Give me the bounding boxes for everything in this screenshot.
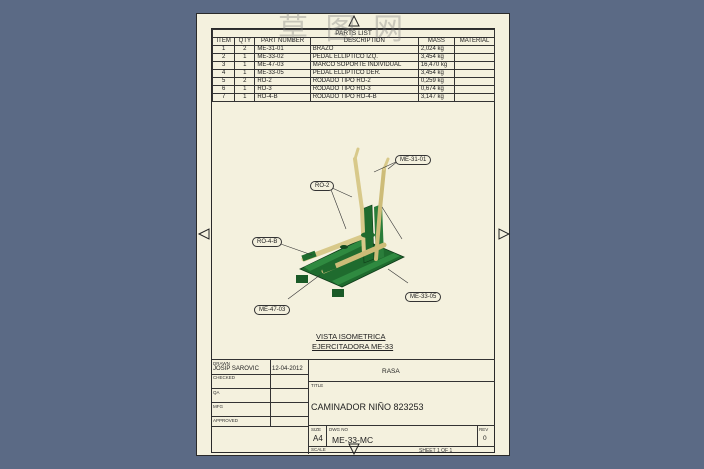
company-name: RASA [382,368,400,375]
view-title-line2: EJERCITADORA ME-33 [312,342,394,351]
cell-mass: 3,147 kg [417,93,456,102]
qa-label: QA [213,390,220,395]
pedal-right [321,262,337,274]
rev-value: 0 [483,435,487,442]
drawn-by: JOSIP SAROVIC [213,366,259,372]
checked-label: CHECKED [213,375,236,380]
approved-label: APPROVED [213,418,239,423]
divider [309,446,495,447]
handle-left [353,147,360,161]
leader-ro2c [381,206,403,240]
leader-ro2b [329,186,347,230]
approval-column: DRAWN JOSIP SAROVIC 12-04-2012 CHECKED Q… [212,360,309,454]
wheel-small [340,245,348,249]
callout-ro-2: RO-2 [310,181,335,191]
callout-me-33-05: ME-33-05 [405,292,442,302]
leader-ro2 [329,186,353,198]
cell-part-number: RO-4-B [254,93,311,102]
leader-me3101 [373,160,399,173]
scale-label: SCALE [311,447,326,452]
callout-me-31-01: ME-31-01 [395,155,432,165]
foot-rear [332,289,344,297]
wheel [361,232,375,238]
divider [212,416,309,417]
drawing-sheet: PARTS LIST ITEM QTY PART NUMBER DESCRIPT… [196,13,511,456]
centering-marks [197,14,511,456]
drawn-date: 12-04-2012 [272,366,303,372]
divider [326,425,327,446]
parts-list-title: PARTS LIST [212,29,495,37]
divider [212,374,309,375]
callout-ro-4-b: RO-4-B [252,237,283,247]
parts-list-table: PARTS LIST ITEM QTY PART NUMBER DESCRIPT… [211,29,495,102]
divider [212,388,309,389]
arrow-top-mark [348,14,360,27]
cell-material [454,93,495,102]
dwg-no: ME-33-MC [332,435,374,445]
drawing-border: PARTS LIST ITEM QTY PART NUMBER DESCRIPT… [211,28,495,454]
drawing-title: CAMINADOR NIÑO 823253 [311,402,424,412]
rev-label: REV [479,427,489,432]
sheet-size: A4 [313,434,323,443]
dwg-no-label: DWG NO [329,427,348,432]
leader-me3305 [387,268,409,284]
leader-me4703 [287,274,321,300]
divider [212,402,309,403]
divider [477,425,478,446]
title-label: TITLE [311,383,324,388]
view-title-line1: VISTA ISOMETRICA [316,332,386,341]
size-label: SIZE [311,427,322,432]
title-block: DRAWN JOSIP SAROVIC 12-04-2012 CHECKED Q… [212,359,495,454]
arm-right [374,167,386,261]
pedal-left [301,250,317,262]
callout-me-47-03: ME-47-03 [254,305,291,315]
mfg-label: MFG [213,404,223,409]
sheet-count: SHEET 1 OF 1 [419,448,453,454]
foot-front [296,275,308,283]
arrow-right-mark [498,228,511,240]
arrow-left-mark [197,228,210,240]
base-rail-left [304,240,368,271]
cell-item: 7 [211,93,236,102]
arrow-bottom-mark [348,443,360,456]
divider [309,425,495,426]
approval-divider [270,360,271,426]
leader-ro4b [277,242,313,256]
isometric-view [277,147,409,300]
drawn-label: DRAWN [213,361,230,366]
base-rail-right [332,253,400,285]
divider [212,426,309,427]
divider [309,381,495,382]
